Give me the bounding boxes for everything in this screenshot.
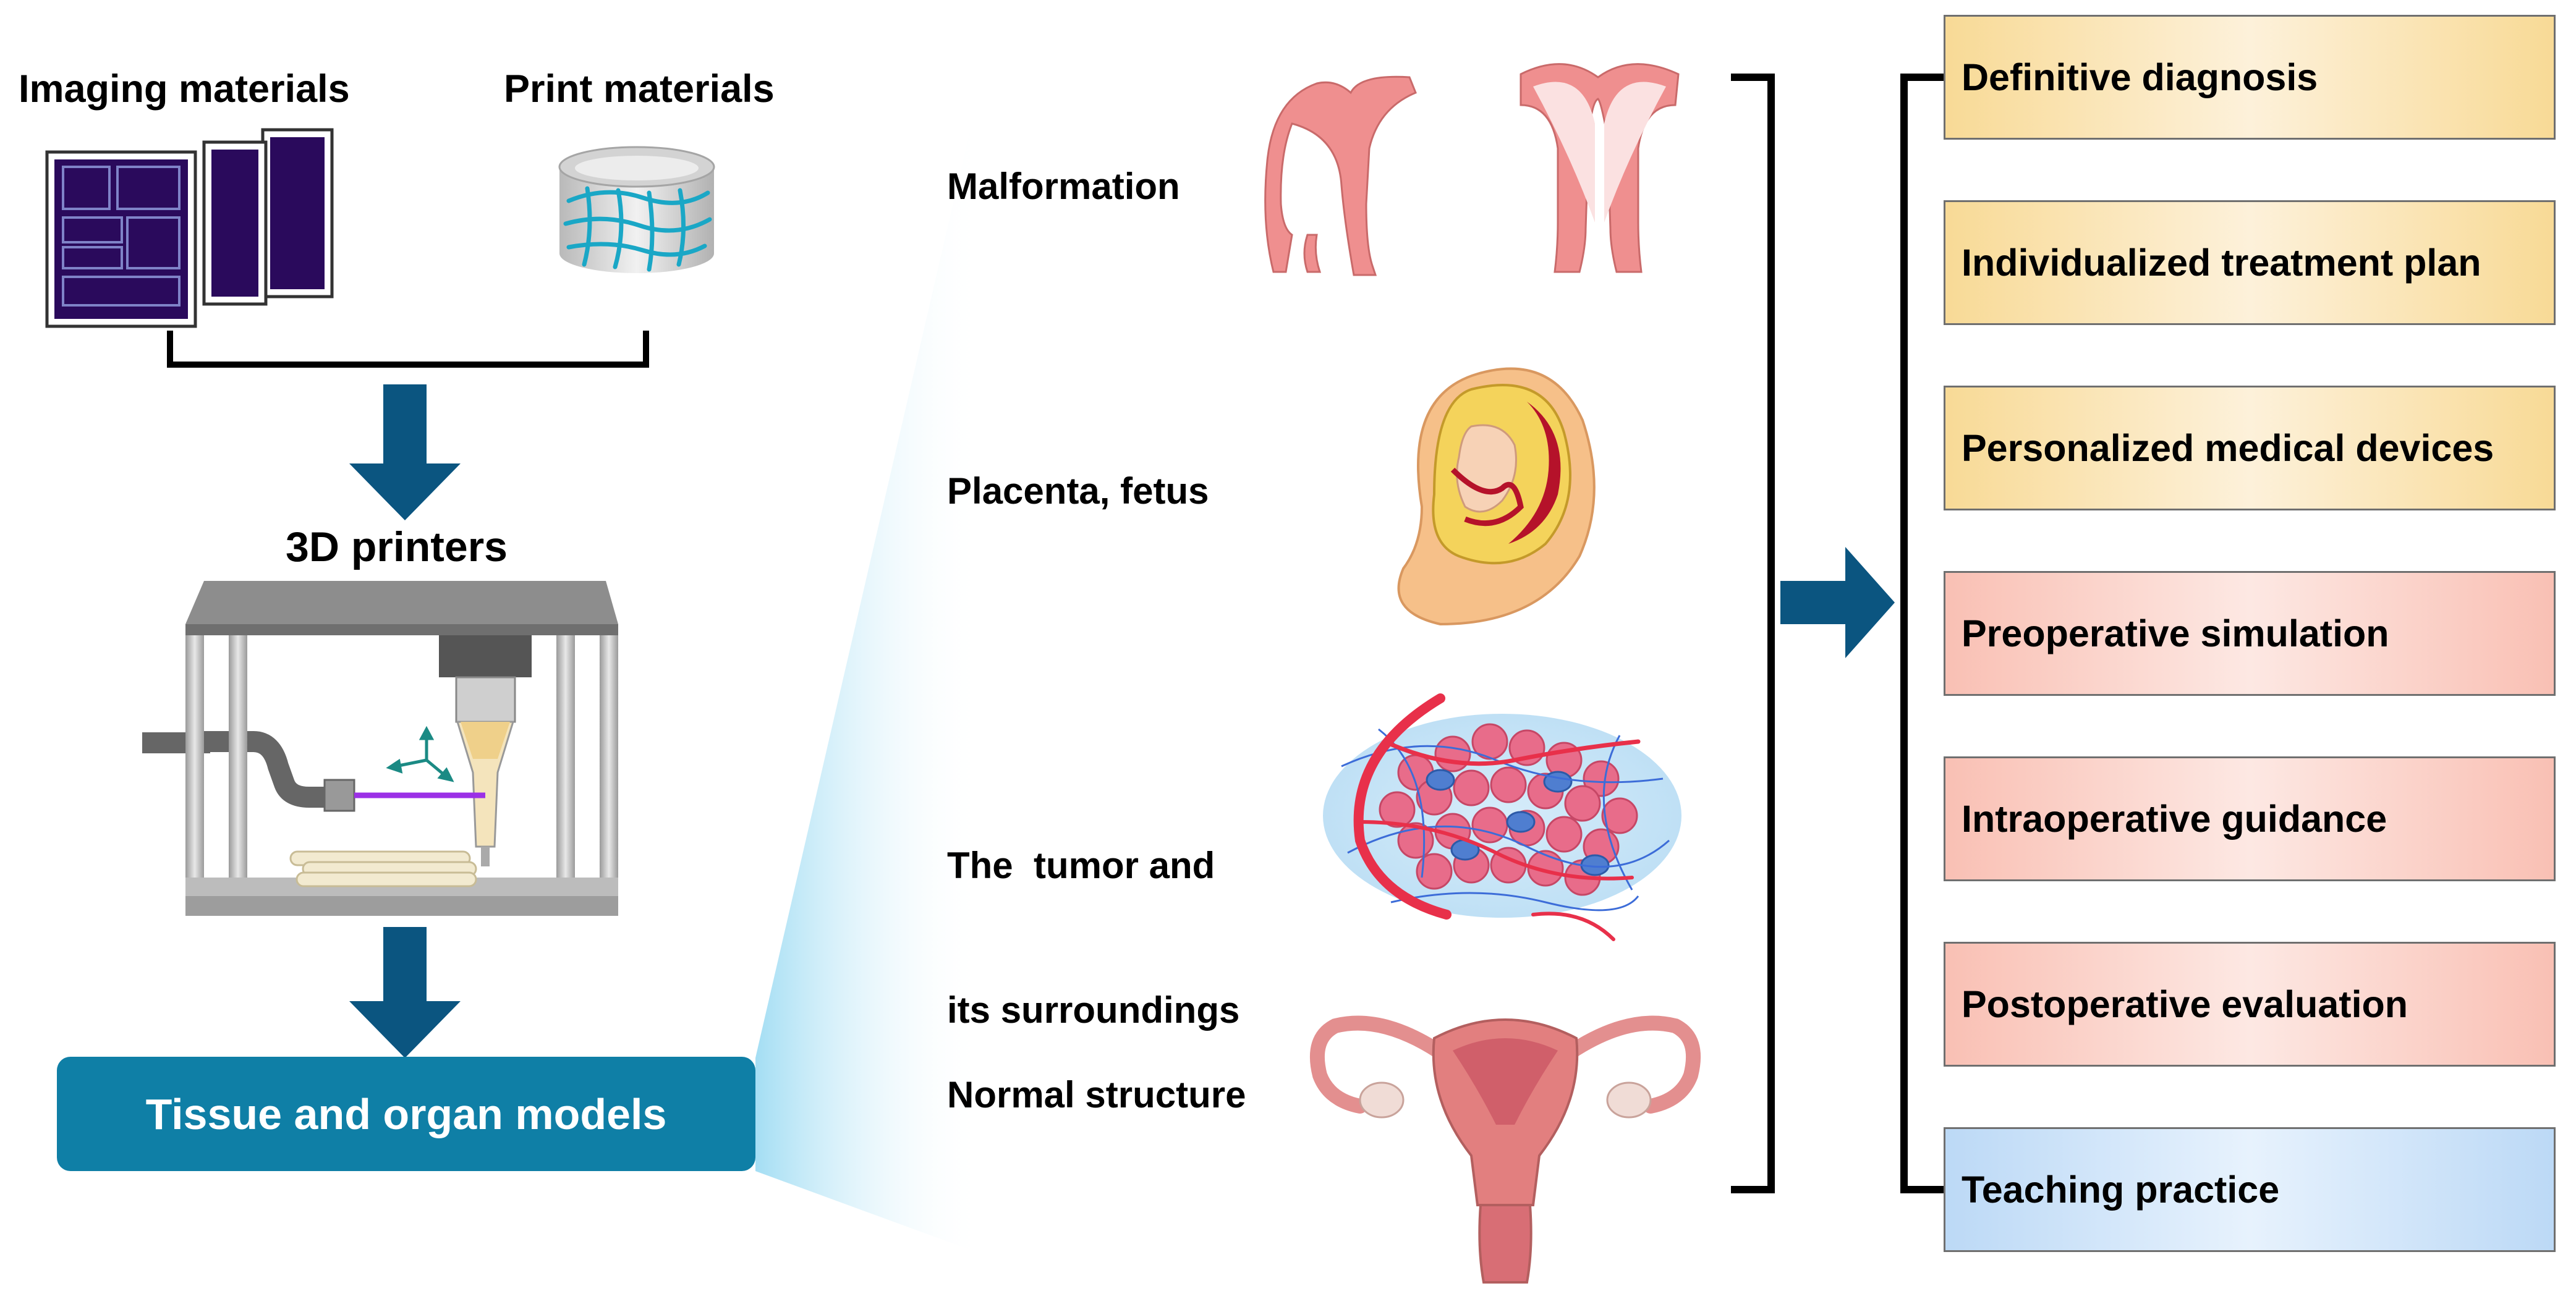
fetus-placenta-icon [1397,367,1596,626]
outcome-postoperative-evaluation: Postoperative evaluation [1944,942,2556,1067]
print-materials-label: Print materials [504,67,775,111]
normal-uterus-icon [1309,1015,1701,1284]
outcome-intraoperative-guidance: Intraoperative guidance [1944,756,2556,881]
zoom-wedge [755,74,983,1255]
outcome-label: Teaching practice [1962,1169,2280,1211]
outcome-preoperative-simulation: Preoperative simulation [1944,571,2556,696]
normal-structure-label: Normal structure [947,1074,1246,1115]
tumor-label-line1: The tumor and [947,845,1215,886]
outcome-label: Personalized medical devices [1962,427,2494,469]
imaging-materials-label: Imaging materials [19,67,350,111]
tumor-label-line2: its surroundings [947,989,1240,1031]
print-material-cylinder-icon [558,146,715,273]
malformation-label: Malformation [947,166,1180,207]
placenta-fetus-label: Placenta, fetus [947,470,1209,512]
malformed-uterus-icon [1264,63,1680,276]
arrow-down-2 [349,927,461,1058]
outcome-teaching-practice: Teaching practice [1944,1127,2556,1252]
middle-bracket [1731,74,1775,1193]
tissue-organ-models-label: Tissue and organ models [145,1090,667,1138]
outcome-label: Intraoperative guidance [1962,798,2387,840]
tumor-tissue-icon [1323,693,1681,941]
tumor-label: The tumor and its surroundings [947,745,1239,1083]
arrow-down-1 [349,384,461,520]
outcome-label: Individualized treatment plan [1962,242,2481,284]
arrow-right [1780,547,1895,658]
materials-bracket [167,331,649,368]
outcome-label: Preoperative simulation [1962,612,2389,654]
outcome-label: Postoperative evaluation [1962,983,2408,1025]
outcome-individualized-treatment-plan: Individualized treatment plan [1944,200,2556,325]
outcome-personalized-medical-devices: Personalized medical devices [1944,386,2556,510]
3d-printers-label: 3D printers [286,523,508,570]
imaging-film-stack-icon [45,128,334,328]
tissue-organ-models-box: Tissue and organ models [57,1057,755,1171]
outcome-definitive-diagnosis: Definitive diagnosis [1944,15,2556,140]
outcome-label: Definitive diagnosis [1962,56,2318,98]
3d-printer-illustration [142,581,618,916]
outcome-bracket [1900,74,1944,1193]
